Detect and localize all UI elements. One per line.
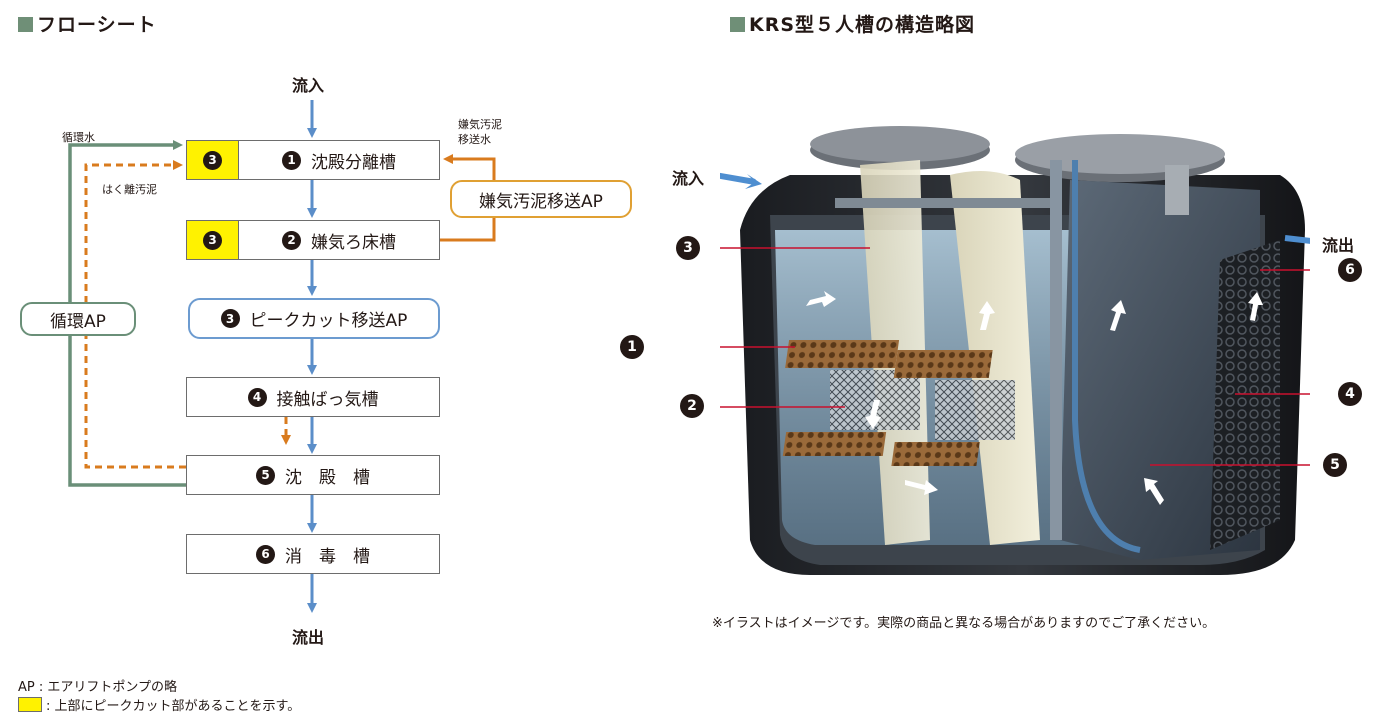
yellow-swatch-icon (18, 697, 42, 712)
circulation-ap-box: 循環AP (20, 302, 136, 336)
tank-label: 沈 殿 槽 (285, 467, 370, 488)
structure-title: KRS型５人槽の構造略図 (749, 14, 976, 36)
tank-label: ピークカット移送AP (249, 311, 408, 331)
callout-5: 5 (1323, 453, 1347, 477)
callout-3: 3 (676, 236, 700, 260)
anaerobic-sludge-water-line1: 嫌気汚泥 (458, 118, 502, 131)
peeled-sludge-label: はく離汚泥 (102, 183, 157, 196)
peeled-sludge-line (84, 160, 291, 469)
flow-sheet-heading: フローシート (18, 10, 157, 37)
structure-heading: KRS型５人槽の構造略図 (730, 10, 975, 37)
legend-peak-note: : 上部にピークカット部があることを示す。 (18, 695, 300, 714)
circulation-line (68, 140, 186, 487)
circulation-water-label: 循環水 (62, 131, 95, 144)
peak-marker-tank1: 3 (186, 140, 239, 180)
anaerobic-sludge-ap-box: 嫌気汚泥移送AP (450, 180, 632, 218)
anaerobic-sludge-water-label: 嫌気汚泥 移送水 (458, 117, 502, 147)
flow-inflow-label: 流入 (292, 76, 325, 95)
legend-peak-text: : 上部にピークカット部があることを示す。 (46, 699, 301, 714)
illustration-outflow-label: 流出 (1322, 236, 1355, 255)
flow-sheet-title: フローシート (37, 14, 157, 36)
tank-number-badge: 1 (282, 150, 301, 170)
callout-1: 1 (620, 335, 644, 359)
tank-illustration (720, 126, 1310, 575)
tank-number-badge: 3 (220, 309, 240, 328)
heading-square-icon (730, 17, 745, 32)
tank-6-box: 6 消 毒 槽 (186, 534, 440, 574)
peak-cut-ap-box: 3 ピークカット移送AP (188, 298, 440, 339)
heading-square-icon (18, 17, 33, 32)
circulation-ap-label: 循環AP (50, 311, 106, 332)
flow-connectors (68, 100, 496, 613)
tank-5-box: 5 沈 殿 槽 (186, 455, 440, 495)
flow-outflow-label: 流出 (292, 628, 325, 647)
callout-6: 6 (1338, 258, 1362, 282)
legend-ap-note: AP : エアリフトポンプの略 (18, 680, 177, 695)
tank-label: 嫌気ろ床槽 (311, 232, 396, 253)
tank-number-badge: 6 (256, 544, 275, 564)
interior-flow-arrows (806, 291, 1263, 505)
tank-label: 消 毒 槽 (285, 546, 370, 567)
illustration-inflow-label: 流入 (672, 169, 705, 188)
sludge-transfer-line (440, 154, 496, 242)
illustration-disclaimer: ※イラストはイメージです。実際の商品と異なる場合がありますのでご了承ください。 (712, 616, 1216, 631)
tank-4-box: 4 接触ばっ気槽 (186, 377, 440, 417)
anaerobic-sludge-water-line2: 移送水 (458, 133, 491, 146)
peak-marker-number: 3 (203, 150, 222, 170)
anaerobic-sludge-ap-label: 嫌気汚泥移送AP (479, 191, 603, 212)
peak-marker-number: 3 (203, 230, 222, 250)
tank-2-box: 2 嫌気ろ床槽 (238, 220, 440, 260)
tank-number-badge: 4 (247, 387, 267, 407)
tank-1-box: 1 沈殿分離槽 (238, 140, 440, 180)
tank-number-badge: 2 (282, 230, 301, 250)
callout-2: 2 (680, 394, 704, 418)
tank-number-badge: 5 (256, 465, 275, 485)
peak-marker-tank2: 3 (186, 220, 239, 260)
tank-label: 沈殿分離槽 (311, 152, 396, 173)
tank-label: 接触ばっ気槽 (276, 389, 379, 410)
callout-4: 4 (1338, 382, 1362, 406)
